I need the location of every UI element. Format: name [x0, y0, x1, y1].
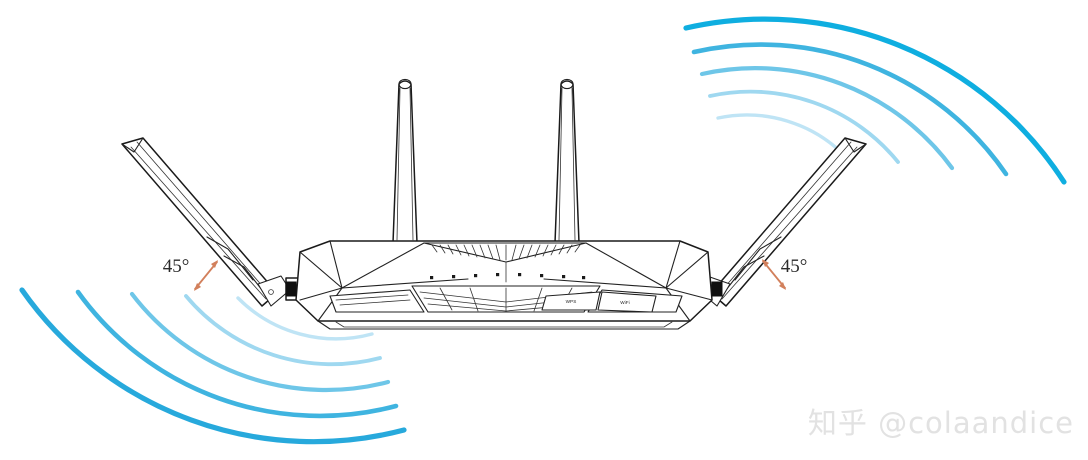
- router-base-lip: [317, 320, 691, 330]
- antenna-left-facet-mid: [136, 141, 272, 297]
- router-button-wps-label: WPS: [566, 299, 577, 304]
- antenna-vertical-right-body: [554, 80, 580, 244]
- antenna-left-tip-bevel: [121, 137, 144, 153]
- router-button-wps-shape[interactable]: [541, 291, 601, 311]
- antenna-vertical-right-cap: [560, 78, 574, 90]
- antenna-right-tip-bevel: [844, 137, 867, 153]
- wave-arc-left-3: [129, 291, 391, 393]
- wave-arc-left-4: [184, 294, 382, 367]
- wave-arc-left-5: [236, 296, 374, 341]
- antenna-vertical-right-edge: [558, 87, 563, 241]
- angle-annotation-right: 45°: [762, 256, 807, 290]
- wave-arc-right-4: [708, 89, 900, 164]
- angle-annotation-left: 45°: [163, 256, 218, 291]
- router-button-wifi[interactable]: WiFi: [597, 291, 657, 313]
- led-indicator: [474, 274, 478, 278]
- router-led-row: [430, 273, 586, 280]
- led-indicator: [496, 273, 500, 277]
- wave-group-right: [683, 16, 1067, 185]
- antenna-vertical-right: [554, 78, 580, 244]
- wave-arc-right-2: [691, 42, 1009, 177]
- angle-arrow-right-shaft: [762, 260, 786, 289]
- antenna-right-facet-mid: [716, 141, 852, 297]
- antenna-right-step-1: [734, 236, 782, 281]
- antenna-left-pivot-screw: [268, 289, 274, 295]
- router-button-wps[interactable]: WPS: [541, 291, 601, 311]
- angle-arrow-left-head-b: [194, 283, 201, 291]
- antenna-vertical-right-edge2: [571, 87, 576, 241]
- antenna-right-step-2: [725, 255, 765, 291]
- led-indicator: [518, 273, 522, 277]
- antenna-vertical-left: [392, 78, 418, 244]
- antenna-tilted-left: [121, 137, 313, 307]
- antenna-vertical-left-edge: [396, 87, 401, 241]
- watermark: 知乎 @colaandice: [807, 406, 1074, 440]
- wave-arc-right-5: [716, 113, 848, 159]
- angle-arrow-right-head-b: [779, 282, 786, 290]
- router-button-wifi-label: WiFi: [620, 300, 630, 305]
- router-body: WPS WiFi: [285, 240, 723, 330]
- angle-arrow-right-head-a: [762, 259, 769, 267]
- router-port-right: [711, 281, 723, 297]
- wave-group-left: [19, 287, 407, 445]
- led-indicator: [452, 275, 456, 279]
- antenna-vertical-left-body: [392, 80, 418, 244]
- angle-arrow-left-shaft: [194, 261, 218, 290]
- led-indicator: [430, 276, 434, 280]
- antenna-left-facet-top: [130, 146, 267, 300]
- led-indicator: [562, 275, 566, 279]
- antenna-vertical-left-edge2: [409, 87, 414, 241]
- angle-label-right: 45°: [781, 256, 808, 277]
- antenna-left-step-2: [223, 255, 263, 291]
- antenna-left-step-1: [206, 236, 254, 281]
- angle-arrow-left-head-a: [211, 260, 218, 268]
- led-indicator: [582, 276, 586, 280]
- led-indicator: [540, 274, 544, 278]
- antenna-vertical-left-cap: [398, 78, 412, 90]
- wave-arc-left-1: [19, 287, 407, 445]
- wave-arc-right-3: [699, 66, 955, 171]
- angle-label-left: 45°: [163, 256, 190, 277]
- router-port-left: [285, 281, 297, 297]
- wave-arc-right-1: [683, 16, 1067, 185]
- router-facet-left: [299, 240, 469, 322]
- router-vent-band: [423, 242, 587, 263]
- router-button-wifi-shape[interactable]: [597, 291, 657, 313]
- router-vent-slots: [431, 244, 581, 261]
- router-base-inner: [335, 321, 673, 328]
- antenna-right-facet-top: [721, 146, 858, 300]
- wave-arc-left-2: [75, 289, 399, 419]
